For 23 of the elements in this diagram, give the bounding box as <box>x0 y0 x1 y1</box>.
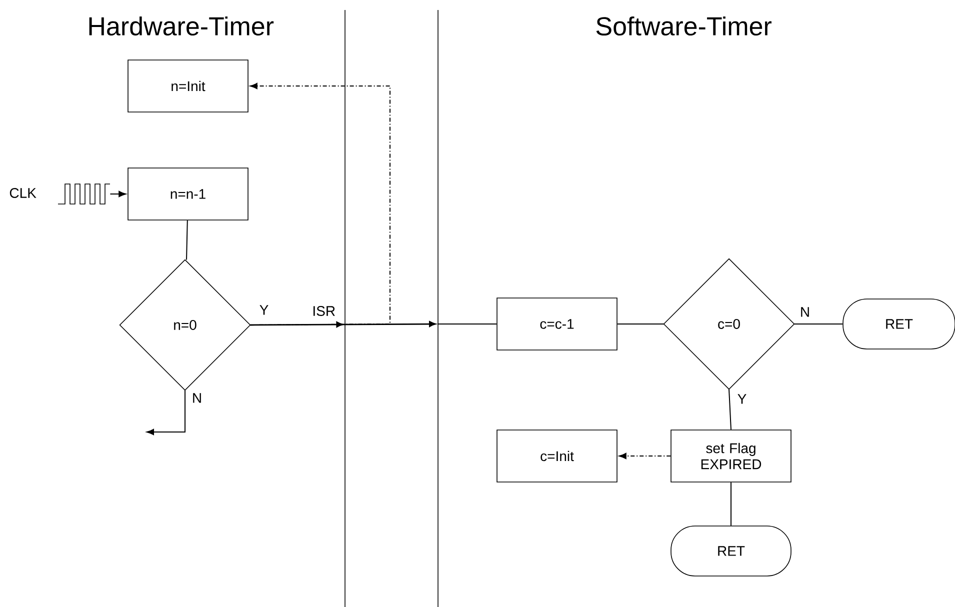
edge-label: N <box>190 392 204 404</box>
signal-label: CLK <box>10 188 36 198</box>
process-box: c=Init <box>496 430 618 482</box>
connector-line <box>728 388 732 430</box>
clock-waveform-drawing <box>58 184 110 204</box>
arrow <box>618 452 672 460</box>
edge-label: Y <box>258 304 270 316</box>
terminal-box: RET <box>670 526 792 576</box>
lane-heading: Software-Timer <box>596 16 772 36</box>
process-box: n=Init <box>128 60 248 112</box>
connector-line <box>186 220 188 260</box>
arrow <box>146 390 186 436</box>
terminal-box: RET <box>842 298 955 350</box>
process-box: n=n-1 <box>128 168 248 220</box>
edge-label: N <box>798 306 812 318</box>
arrow <box>110 190 126 198</box>
process-box: c=c-1 <box>496 298 618 350</box>
arrow <box>250 82 390 326</box>
process-box: set Flag EXPIRED <box>670 430 792 482</box>
lane-heading: Hardware-Timer <box>89 16 274 36</box>
edge-label: Y <box>736 393 748 405</box>
signal-label: ISR <box>314 306 335 316</box>
connector-line <box>730 482 732 526</box>
